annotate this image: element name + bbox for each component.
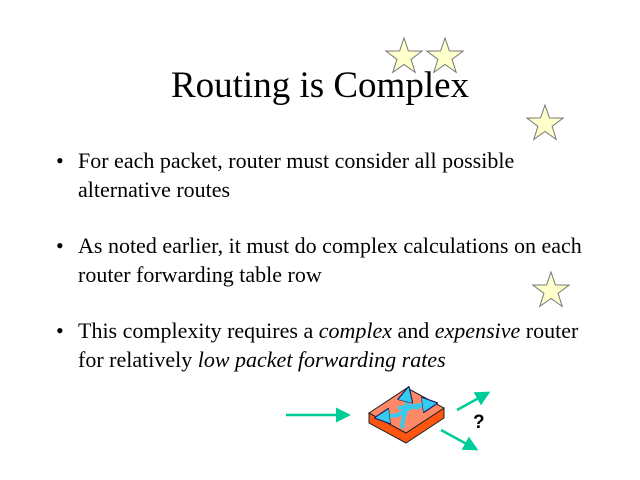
- bullet-text: As noted earlier, it must do complex cal…: [78, 233, 582, 287]
- bullet-marker: •: [56, 148, 64, 173]
- slide-title: Routing is Complex: [170, 65, 470, 106]
- text-run: and: [392, 318, 435, 343]
- bullet-marker: •: [56, 233, 64, 258]
- star-icon: [384, 36, 424, 74]
- text-run: This complexity requires a: [78, 318, 319, 343]
- bullet-text: For each packet, router must consider al…: [78, 148, 515, 202]
- output-arrow-up: [456, 391, 491, 412]
- text-run-italic: low packet forwarding rates: [197, 347, 446, 372]
- star-icon: [425, 36, 465, 74]
- output-arrow-down: [440, 428, 479, 451]
- bullet-2: • As noted earlier, it must do complex c…: [56, 231, 596, 289]
- text-run: router for relatively: [78, 318, 579, 372]
- bullet-marker: •: [56, 318, 64, 343]
- bullet-1: • For each packet, router must consider …: [56, 146, 596, 204]
- bullet-text: This complexity requires a complex and e…: [78, 316, 596, 374]
- star-icon: [525, 103, 565, 141]
- router-icon: [368, 388, 445, 444]
- text-run-italic: complex: [318, 318, 393, 343]
- star-icon: [531, 270, 571, 308]
- bullet-3: • This complexity requires a complex and…: [56, 316, 596, 374]
- text-run-italic: expensive: [434, 318, 521, 343]
- question-mark: ?: [473, 412, 485, 433]
